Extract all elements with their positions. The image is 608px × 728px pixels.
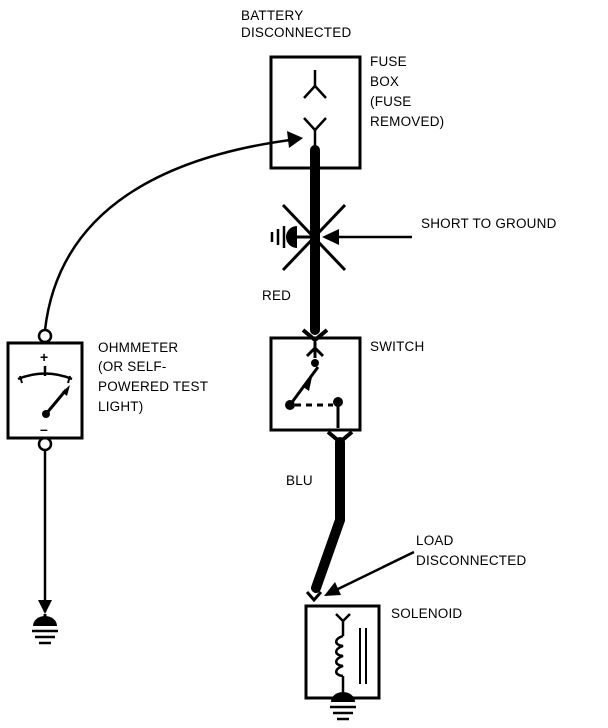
test-lead-upper [43,131,303,331]
load-arrow [324,550,415,596]
short-mark [281,203,347,272]
solenoid-box [304,604,381,700]
ohmmeter: + – [6,328,84,452]
switch-label: SWITCH [370,339,424,354]
ohmmeter-label-3: POWERED TEST [98,379,208,394]
test-lead-lower [38,450,52,614]
blu-wire [311,437,345,593]
blu-wire-label: BLU [286,473,313,488]
meter-needle [44,389,68,415]
short-label: SHORT TO GROUND [421,216,557,231]
solenoid-label: SOLENOID [391,606,462,621]
short-arrow [322,229,412,245]
meter-minus-sign: – [40,421,48,437]
short-ground-icon [270,226,313,248]
switch-box [269,336,362,432]
blu-wire-end [305,591,323,603]
meter-plus-sign: + [40,349,48,365]
red-wire-connector [301,328,329,343]
solenoid-ground-icon [330,692,356,721]
red-wire-label: RED [262,288,291,303]
ohmmeter-label-2: (OR SELF- [98,359,167,374]
battery-label-2: DISCONNECTED [241,25,351,40]
fuse-terminal-upper-icon [303,70,327,99]
fuse-label-4: REMOVED) [370,114,444,129]
fuse-label-3: (FUSE [370,94,412,109]
load-label-2: DISCONNECTED [416,553,526,568]
fuse-label-1: FUSE [370,54,407,69]
fuse-label-2: BOX [370,74,399,89]
ohmmeter-label-1: OHMMETER [98,340,178,355]
load-label-1: LOAD [416,533,454,548]
battery-label-1: BATTERY [241,8,303,23]
coil-icon [335,634,344,678]
ohmmeter-label-4: LIGHT) [98,399,143,414]
meter-ground-icon [32,614,58,645]
